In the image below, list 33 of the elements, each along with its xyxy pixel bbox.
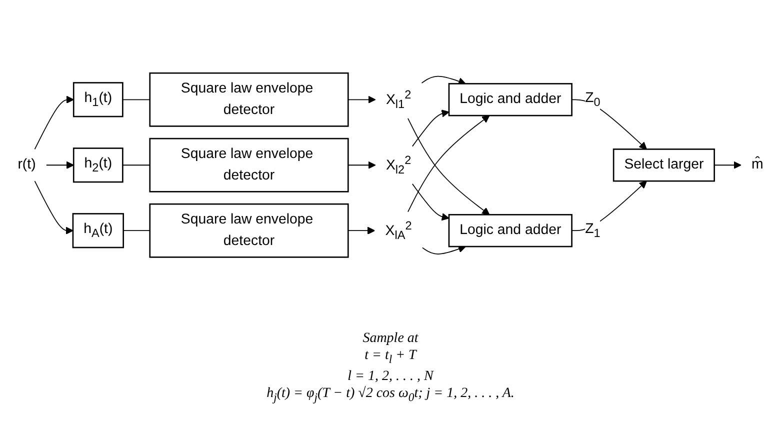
arrow <box>46 161 74 169</box>
node-box: Logic and adder <box>448 214 572 248</box>
sampling-note: l = 1, 2, . . . , N <box>348 368 434 385</box>
sampling-note: t = t$_{l}$ + T <box>364 347 416 368</box>
node-box: h$_{A}$(t) <box>72 212 124 248</box>
arrow <box>571 99 647 150</box>
node-text: r(t) <box>18 157 36 172</box>
node-box: Square law envelope detector <box>149 72 349 127</box>
connector <box>122 230 150 231</box>
node-text: m̂ <box>751 157 764 172</box>
edge-label: Z$_{0}$ <box>585 90 600 108</box>
node-box: h$_{2}$(t) <box>72 147 124 183</box>
node-box: Select larger <box>612 148 715 182</box>
node-box: Square law envelope detector <box>149 203 349 258</box>
connector <box>122 164 150 166</box>
arrow <box>348 226 376 234</box>
node-box: Logic and adder <box>448 82 572 116</box>
connector <box>122 99 150 100</box>
arrow <box>571 180 647 231</box>
arrow <box>34 180 74 234</box>
arrow <box>348 161 376 169</box>
edge-label: Z$_{1}$ <box>585 222 600 240</box>
arrow <box>421 76 466 85</box>
node-box: Square law envelope detector <box>149 138 349 192</box>
sampling-note: Sample at <box>362 330 418 347</box>
arrow <box>34 96 74 150</box>
formula-note: h$_{j}$(t) = φ$_{j}$(T − t) √2 cos ω$_{0}$t; j = 1, 2, . . . , A. <box>266 384 514 406</box>
node-box: h$_{1}$(t) <box>72 82 124 118</box>
arrow <box>348 96 376 104</box>
arrow <box>422 245 466 254</box>
arrow <box>412 109 450 147</box>
arrow <box>412 183 450 221</box>
arrow <box>714 161 742 169</box>
